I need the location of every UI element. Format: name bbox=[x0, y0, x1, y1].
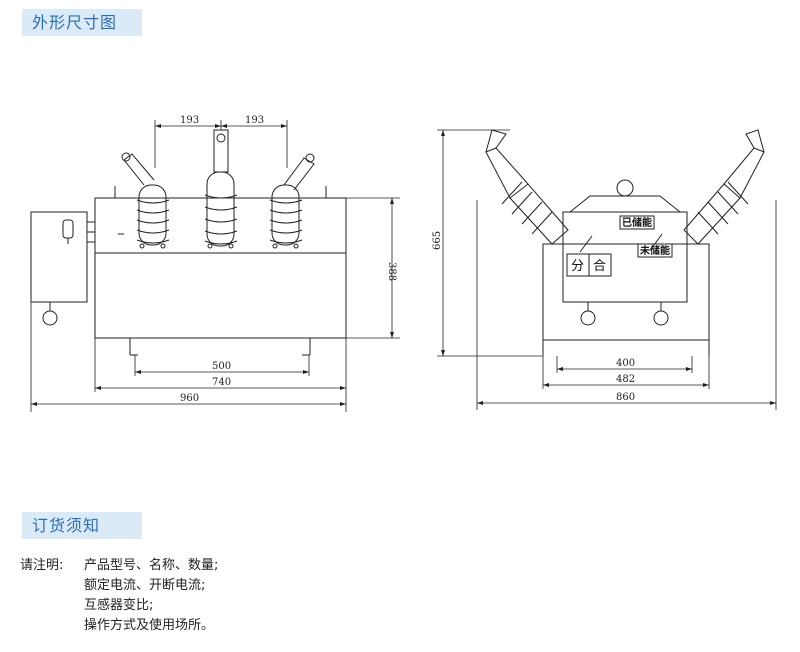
bushing-left bbox=[121, 152, 170, 249]
main-tank bbox=[94, 197, 347, 339]
note-line: 产品型号、名称、数量; bbox=[84, 558, 219, 573]
control-knob bbox=[42, 310, 58, 326]
unstored-label-box bbox=[637, 243, 673, 258]
side-bushing-left bbox=[485, 129, 569, 245]
label-open: 分 bbox=[571, 259, 584, 274]
dim-482: 482 bbox=[616, 374, 635, 385]
notes-lead: 请注明: bbox=[20, 558, 64, 573]
dim-400: 400 bbox=[616, 358, 635, 369]
stored-label-box bbox=[619, 215, 655, 230]
dim-500: 500 bbox=[212, 361, 231, 372]
side-bushing-right bbox=[683, 129, 765, 245]
note-line: 互感器变比; bbox=[84, 598, 154, 613]
control-box bbox=[30, 211, 88, 303]
dim-193-right: 193 bbox=[245, 115, 264, 126]
lifting-eye bbox=[616, 179, 634, 197]
note-line: 操作方式及使用场所。 bbox=[84, 618, 215, 633]
label-stored: 已储能 bbox=[622, 216, 652, 229]
dim-665: 665 bbox=[432, 231, 443, 250]
dim-860: 860 bbox=[616, 392, 635, 403]
label-close: 合 bbox=[593, 259, 606, 274]
section-title-dimensions: 外形尺寸图 bbox=[22, 9, 142, 36]
section-title-ordering: 订货须知 bbox=[22, 512, 142, 539]
dim-960: 960 bbox=[180, 393, 199, 404]
dim-388: 388 bbox=[386, 262, 397, 281]
label-unstored: 未储能 bbox=[639, 244, 670, 257]
ordering-notes: 请注明: 产品型号、名称、数量; 额定电流、开断电流; 互感器变比; 操作方式及… bbox=[20, 556, 218, 636]
side-frame bbox=[542, 243, 710, 341]
bushing-middle bbox=[204, 129, 238, 249]
note-line: 额定电流、开断电流; bbox=[84, 578, 206, 593]
mechanism-box bbox=[562, 211, 688, 303]
dim-740: 740 bbox=[212, 377, 231, 388]
dim-193-left: 193 bbox=[180, 115, 199, 126]
bushing-right bbox=[269, 153, 315, 249]
